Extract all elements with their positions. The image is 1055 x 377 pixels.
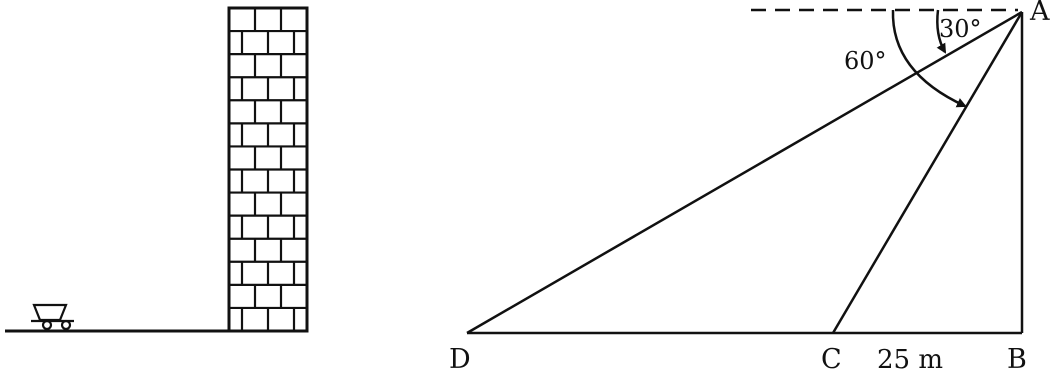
point-label-D: D xyxy=(449,344,471,375)
point-label-A: A xyxy=(1029,0,1050,27)
cart-icon xyxy=(31,303,74,331)
segment-AD xyxy=(466,10,1023,335)
angle-arc-60 xyxy=(891,9,967,108)
angle-label-30: 30° xyxy=(939,15,982,43)
distance-label-CB: 25 m xyxy=(877,345,943,375)
triangle-diagram xyxy=(466,8,1024,335)
segment-AC xyxy=(831,11,1024,334)
point-label-B: B xyxy=(1007,344,1027,375)
angle-label-60: 60° xyxy=(844,47,887,75)
angle-arc-30 xyxy=(936,9,947,54)
brick-tower xyxy=(227,6,309,333)
tower-scene xyxy=(5,6,309,333)
point-label-C: C xyxy=(821,344,842,375)
